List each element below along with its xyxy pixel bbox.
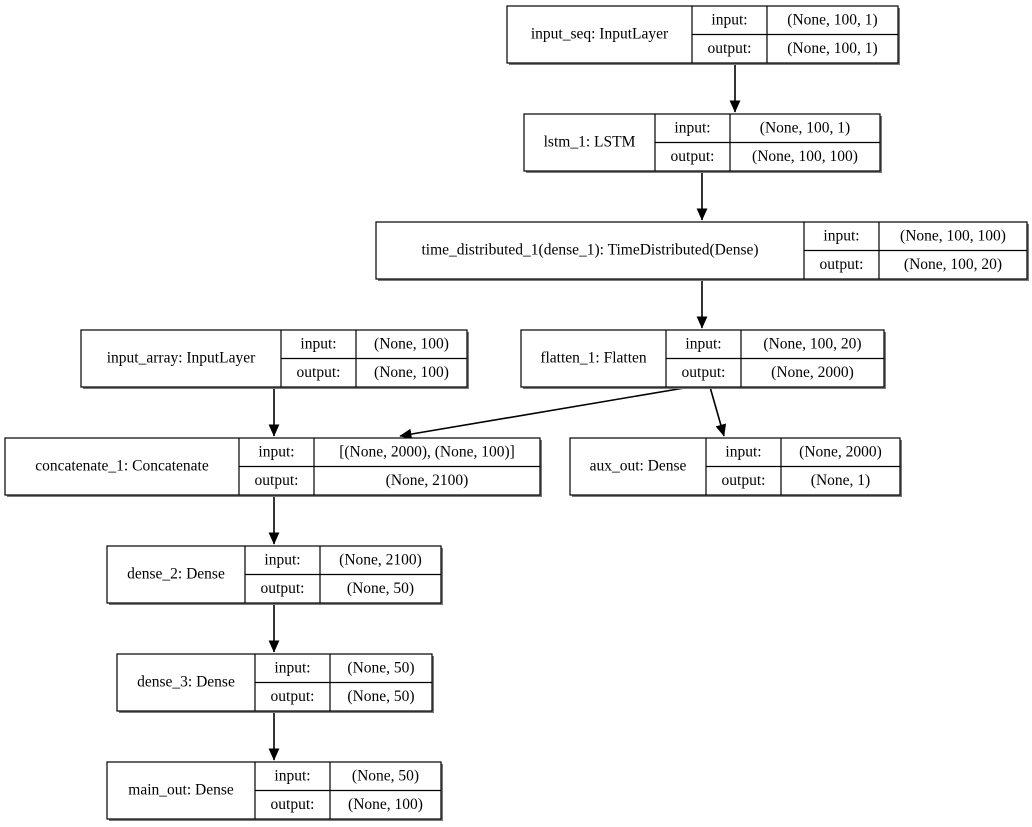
node-input-key: input: xyxy=(274,767,310,784)
node-input-key: input: xyxy=(274,659,310,676)
node-input-key: input: xyxy=(300,335,336,352)
node-input-key: input: xyxy=(823,227,859,244)
nodes-layer: input_seq: InputLayer input: output: (None,… xyxy=(4,5,1029,821)
node-input-shape: (None, 100, 1) xyxy=(760,119,850,136)
node-output-key: output: xyxy=(682,364,726,381)
node-output-key: output: xyxy=(671,148,715,165)
node-label: aux_out: Dense xyxy=(590,458,687,475)
node-output-shape: (None, 100) xyxy=(348,796,423,813)
node-output-shape: (None, 100, 20) xyxy=(904,256,1002,273)
edge-arrow xyxy=(399,386,691,440)
node-concatenate_1[interactable]: concatenate_1: Concatenate input: output: [… xyxy=(4,437,542,497)
node-input-shape: [(None, 2000), (None, 100)] xyxy=(339,443,515,460)
node-input-key: input: xyxy=(674,119,710,136)
node-lstm_1[interactable]: lstm_1: LSTM input: output: (None, 100, 1) (… xyxy=(523,113,882,173)
node-output-shape: (None, 100) xyxy=(374,364,449,381)
node-output-shape: (None, 50) xyxy=(347,580,414,597)
node-label: flatten_1: Flatten xyxy=(540,350,647,367)
node-input_seq[interactable]: input_seq: InputLayer input: output: (None,… xyxy=(506,5,900,65)
node-aux_out[interactable]: aux_out: Dense input: output: (None, 2000) (… xyxy=(569,437,902,497)
edge-flatten_1-to-concatenate_1 xyxy=(399,386,691,440)
node-input_array[interactable]: input_array: InputLayer input: output: (Non… xyxy=(80,329,469,389)
node-input-shape: (None, 2100) xyxy=(339,551,422,568)
node-input-shape: (None, 100, 20) xyxy=(763,335,861,352)
node-input-key: input: xyxy=(725,443,761,460)
node-input-key: input: xyxy=(264,551,300,568)
node-output-key: output: xyxy=(255,472,299,489)
node-input-shape: (None, 50) xyxy=(347,659,414,676)
node-dense_2[interactable]: dense_2: Dense input: output: (None, 2100) (… xyxy=(106,545,443,605)
node-label: input_array: InputLayer xyxy=(107,350,256,367)
node-output-key: output: xyxy=(261,580,305,597)
node-output-key: output: xyxy=(722,472,766,489)
edges-layer xyxy=(268,63,741,761)
node-label: input_seq: InputLayer xyxy=(531,26,669,43)
node-input-key: input: xyxy=(685,335,721,352)
node-label: main_out: Dense xyxy=(128,782,234,799)
node-dense_3[interactable]: dense_3: Dense input: output: (None, 50) (No… xyxy=(116,653,434,713)
node-input-shape: (None, 100, 1) xyxy=(787,11,877,28)
node-output-shape: (None, 100, 100) xyxy=(752,148,858,165)
node-label: time_distributed_1(dense_1): TimeDistrib… xyxy=(421,242,758,259)
node-label: lstm_1: LSTM xyxy=(544,134,636,151)
node-input-shape: (None, 2000) xyxy=(799,443,882,460)
node-flatten_1[interactable]: flatten_1: Flatten input: output: (None, 10… xyxy=(520,329,886,389)
edge-flatten_1-to-aux_out xyxy=(709,386,727,437)
node-output-key: output: xyxy=(271,688,315,705)
node-label: dense_2: Dense xyxy=(127,566,225,583)
node-input-shape: (None, 50) xyxy=(352,767,419,784)
node-output-key: output: xyxy=(297,364,341,381)
node-output-key: output: xyxy=(820,256,864,273)
edge-arrow xyxy=(709,386,727,437)
node-label: dense_3: Dense xyxy=(137,674,235,691)
node-output-key: output: xyxy=(708,40,752,57)
node-output-key: output: xyxy=(271,796,315,813)
node-input-key: input: xyxy=(711,11,747,28)
node-main_out[interactable]: main_out: Dense input: output: (None, 50) (N… xyxy=(106,761,443,821)
node-output-shape: (None, 2000) xyxy=(771,364,854,381)
node-input-shape: (None, 100, 100) xyxy=(900,227,1006,244)
node-output-shape: (None, 2100) xyxy=(386,472,469,489)
node-input-shape: (None, 100) xyxy=(374,335,449,352)
node-output-shape: (None, 50) xyxy=(347,688,414,705)
node-label: concatenate_1: Concatenate xyxy=(35,458,209,475)
node-output-shape: (None, 1) xyxy=(811,472,870,489)
node-output-shape: (None, 100, 1) xyxy=(787,40,877,57)
node-time_distributed_1[interactable]: time_distributed_1(dense_1): TimeDistrib… xyxy=(375,221,1029,281)
node-input-key: input: xyxy=(258,443,294,460)
